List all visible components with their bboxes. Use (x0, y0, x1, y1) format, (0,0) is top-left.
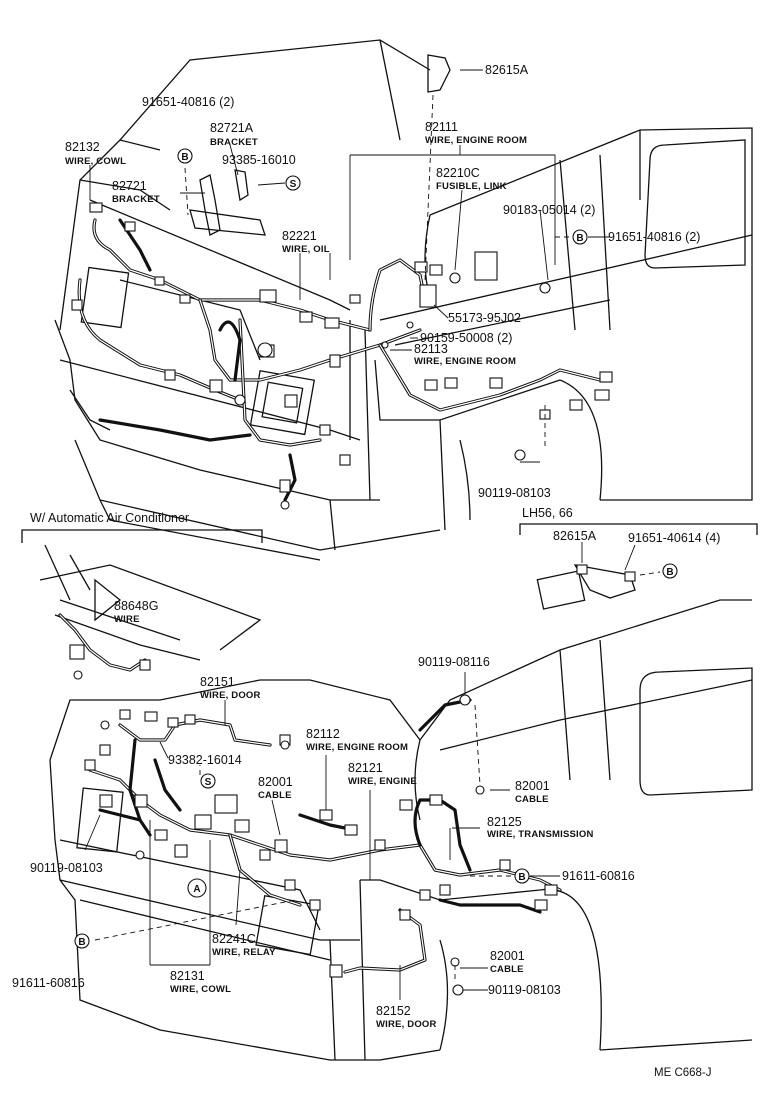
part-number: 82125 (487, 815, 522, 829)
part-description: WIRE, RELAY (212, 947, 276, 958)
part-number: 82721A (210, 121, 254, 135)
part-number: 91611-60816 (562, 869, 635, 883)
bolt-marker-letter: B (78, 937, 85, 948)
lh56-inset (519, 523, 758, 610)
bolt-marker (177, 148, 193, 164)
part-description: BRACKET (112, 194, 160, 205)
part-description: WIRE, ENGINE ROOM (414, 356, 516, 367)
part-description: WIRE, OIL (282, 244, 330, 255)
part-description: WIRE, ENGINE (348, 776, 417, 787)
part-number: 82721 (112, 179, 147, 193)
part-description: CABLE (258, 790, 292, 801)
bolt-marker-letter: B (666, 567, 673, 578)
part-number: 90183-05014 (2) (503, 203, 595, 217)
part-number: 90119-08103 (488, 983, 561, 997)
part-number: 91611-60816 (12, 976, 85, 990)
part-number: 88648G (114, 599, 158, 613)
part-number: 82001 (515, 779, 550, 793)
part-number: 90159-50008 (2) (420, 331, 512, 345)
screw-marker-letter: S (290, 179, 297, 190)
part-number: 82241C (212, 932, 256, 946)
part-number: 82221 (282, 229, 317, 243)
part-number: 91651-40816 (2) (608, 230, 700, 244)
part-number: 82615A (553, 529, 597, 543)
part-number: 82111 (425, 120, 458, 134)
section-title-lh56: LH56, 66 (522, 506, 573, 520)
diagram-code: ME C668-J (654, 1067, 712, 1079)
part-number: 82152 (376, 1004, 411, 1018)
part-description: WIRE, COWL (65, 156, 126, 167)
bolt-marker (452, 984, 464, 996)
part-number: 90119-08116 (418, 655, 490, 669)
screw-marker (200, 773, 216, 789)
markers: B S B B S B B A (74, 148, 678, 996)
top-vehicle-body (54, 39, 753, 561)
bolt-marker-letter: B (181, 152, 188, 163)
part-description: FUSIBLE, LINK (436, 181, 507, 192)
part-description: WIRE, DOOR (200, 690, 261, 701)
bolt-marker (74, 933, 90, 949)
screw-marker-letter: S (205, 777, 212, 788)
part-description: WIRE (114, 614, 140, 625)
part-description: WIRE, ENGINE ROOM (425, 135, 527, 146)
part-number: 82121 (348, 761, 383, 775)
part-number: 93385-16010 (222, 153, 296, 167)
part-number: 55173-95J02 (448, 311, 521, 325)
part-number: 91651-40614 (4) (628, 531, 720, 545)
part-number: 93382-16014 (168, 753, 242, 767)
part-number: 82112 (306, 727, 340, 741)
reference-marker (187, 878, 207, 898)
part-description: BRACKET (210, 137, 258, 148)
bolt-marker (662, 563, 678, 579)
bottom-leader-lines (84, 672, 560, 1000)
part-number: 82001 (258, 775, 293, 789)
screw-marker (285, 175, 301, 191)
top-wire-harness (71, 54, 613, 510)
bottom-wire-harness (84, 694, 562, 978)
part-description: CABLE (515, 794, 549, 805)
part-number: 82132 (65, 140, 100, 154)
part-labels: 82615A 91651-40816 (2) 82721A BRACKET 82… (12, 63, 720, 1030)
bolt-marker (514, 868, 530, 884)
part-number: 82615A (485, 63, 529, 77)
part-description: WIRE, COWL (170, 984, 231, 995)
auto-ac-inset (21, 529, 263, 680)
part-number: 82151 (200, 675, 235, 689)
bolt-marker-letter: B (576, 233, 583, 244)
part-number: 90119-08103 (478, 486, 551, 500)
part-description: WIRE, ENGINE ROOM (306, 742, 408, 753)
bolt-marker-letter: B (518, 872, 525, 883)
top-leader-lines (89, 69, 610, 463)
part-description: WIRE, TRANSMISSION (487, 829, 594, 840)
part-number: 90119-08103 (30, 861, 103, 875)
bolt-marker (572, 229, 588, 245)
part-number: 82210C (436, 166, 480, 180)
part-description: CABLE (490, 964, 524, 975)
part-number: 82001 (490, 949, 525, 963)
part-number: 82131 (170, 969, 205, 983)
part-number: 82113 (414, 342, 448, 356)
reference-marker-letter: A (193, 884, 200, 895)
part-description: WIRE, DOOR (376, 1019, 437, 1030)
part-number: 91651-40816 (2) (142, 95, 234, 109)
section-title-auto-ac: W/ Automatic Air Conditioner (30, 511, 189, 525)
